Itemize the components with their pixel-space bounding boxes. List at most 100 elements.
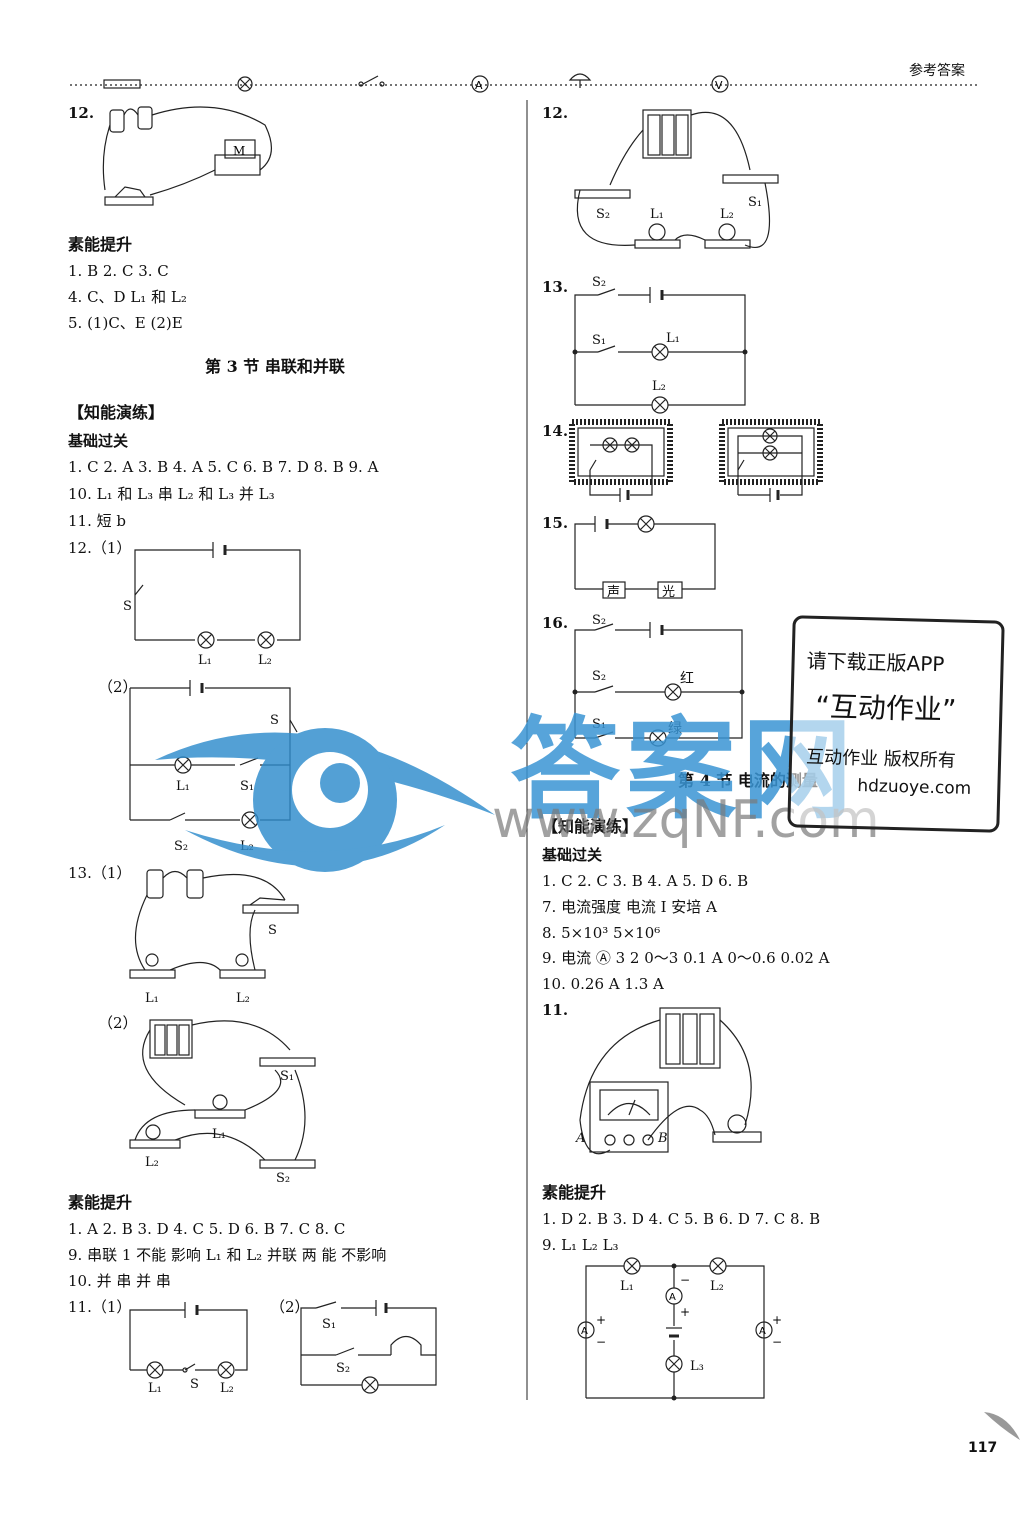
q13-2-label-S2: S₂ <box>276 1171 291 1186</box>
left-answer-line3: 11. 短 b <box>68 512 126 530</box>
right-q13-label-L2: L₂ <box>652 379 666 394</box>
right-answer-line1: 1. C 2. C 3. B 4. A 5. D 6. B <box>542 872 749 890</box>
right-q9-ammeter-circuit-diagram: A A A +− +− −+ <box>577 1257 782 1401</box>
q11-1-label-L1: L₁ <box>148 1381 162 1396</box>
left-zhineng-heading: 【知能演练】 <box>68 403 165 422</box>
right-q9-label-L3: L₃ <box>690 1359 704 1374</box>
right-q11-number: 11. <box>542 1001 569 1019</box>
left-suneng2-heading: 素能提升 <box>68 1193 133 1212</box>
stamp-line3: 互动作业 版权所有 <box>805 746 957 772</box>
q11-2-label-S2: S₂ <box>336 1361 351 1376</box>
right-q12-label-L1: L₁ <box>650 207 664 222</box>
right-zhineng-heading: 【知能演练】 <box>542 817 639 836</box>
q12-1-label-L1: L₁ <box>198 653 212 668</box>
svg-text:A: A <box>669 1292 676 1303</box>
right-suneng-line1: 1. D 2. B 3. D 4. C 5. B 6. D 7. C 8. B <box>542 1210 821 1228</box>
q13-2-label-L1: L₁ <box>212 1127 226 1142</box>
stamp-line1: 请下载正版APP <box>806 648 945 677</box>
right-q11-label-A: A <box>576 1131 586 1146</box>
q12-2-label-L1: L₁ <box>176 779 190 794</box>
left-q11-1-label: 11.（1） <box>68 1298 132 1316</box>
header-title: 参考答案 <box>909 63 965 79</box>
svg-text:A: A <box>759 1326 766 1337</box>
right-q15-guang-box: 光 <box>662 585 676 600</box>
q12-1-series-circuit-diagram <box>134 542 301 649</box>
right-q15-number: 15. <box>542 514 569 532</box>
watermark-eye-logo <box>155 728 495 872</box>
q11-1-label-L2: L₂ <box>220 1381 234 1396</box>
left-q13-2-label: （2） <box>98 1014 138 1032</box>
right-q16-number: 16. <box>542 614 569 632</box>
stamp-line4: hdzuoye.com <box>857 776 972 799</box>
right-q12-number: 12. <box>542 104 569 122</box>
q12-1-label-S: S <box>123 599 132 614</box>
svg-text:+: + <box>772 1313 782 1327</box>
q13-2-label-L2: L₂ <box>145 1155 159 1170</box>
header-symbol-strip: A V <box>70 73 980 1400</box>
svg-text:M: M <box>233 144 245 158</box>
right-q13-label-L1: L₁ <box>666 331 680 346</box>
svg-text:−: − <box>596 1335 606 1349</box>
svg-text:−: − <box>680 1273 690 1287</box>
section3-title: 第 3 节 串联和并联 <box>205 357 345 376</box>
left-suneng1-heading: 素能提升 <box>68 235 133 254</box>
right-q13-circuit-diagram <box>572 287 748 414</box>
right-q15-sheng-box: 声 <box>607 585 621 600</box>
left-suneng1-line3: 5. (1)C、E (2)E <box>68 314 183 332</box>
left-q12-motor-circuit-diagram: M <box>102 106 272 206</box>
svg-text:V: V <box>715 79 723 92</box>
svg-text:A: A <box>475 79 483 92</box>
right-q12-label-S1: S₁ <box>748 195 763 210</box>
right-q11-label-B: B <box>658 1131 668 1146</box>
right-q16-red-label: 红 <box>680 671 694 687</box>
right-q16-label-S1: S₁ <box>592 717 607 732</box>
left-suneng2-line1: 1. A 2. B 3. D 4. C 5. D 6. B 7. C 8. C <box>68 1220 346 1238</box>
q11-2-label-S1: S₁ <box>322 1317 337 1332</box>
q13-2-label-S1: S₁ <box>280 1069 295 1084</box>
right-answer-line2: 7. 电流强度 电流 I 安培 A <box>542 898 717 916</box>
right-q13-label-S1: S₁ <box>592 333 607 348</box>
left-answer-line2: 10. L₁ 和 L₃ 串 L₂ 和 L₃ 并 L₃ <box>68 485 275 503</box>
right-suneng-heading: 素能提升 <box>542 1183 607 1202</box>
right-q11-ammeter-circuit-diagram <box>579 1007 762 1155</box>
left-suneng1-line2: 4. C、D L₁ 和 L₂ <box>68 288 187 306</box>
right-answer-line4: 9. 电流 Ⓐ 3 2 0～3 0.1 A 0～0.6 0.02 A <box>542 949 830 967</box>
stamp-line2: “互动作业” <box>815 689 957 727</box>
left-q12-2-label: （2） <box>98 678 138 696</box>
left-answer-line1: 1. C 2. A 3. B 4. A 5. C 6. B 7. D 8. B … <box>68 458 379 476</box>
q13-1-label-L2: L₂ <box>236 991 250 1006</box>
left-q12-number: 12. <box>68 104 95 122</box>
section4-title: 第 4 节 电流的测量 <box>678 771 818 790</box>
right-q13-label-S2: S₂ <box>592 275 607 290</box>
right-q12-label-S2: S₂ <box>596 207 611 222</box>
q13-1-label-L1: L₁ <box>145 991 159 1006</box>
left-suneng1-line1: 1. B 2. C 3. C <box>68 262 169 280</box>
left-suneng2-line3: 10. 并 串 并 串 <box>68 1272 171 1290</box>
left-q13-1-label: 13.（1） <box>68 864 132 882</box>
q11-2-circuit-diagram <box>300 1300 437 1394</box>
q11-1-label-S: S <box>190 1377 199 1392</box>
q13-1-label-S: S <box>268 923 277 938</box>
left-jichu-heading: 基础过关 <box>68 432 129 450</box>
svg-text:−: − <box>772 1335 782 1349</box>
feather-decoration <box>984 1412 1020 1440</box>
right-q16-circuit-diagram <box>572 622 745 747</box>
right-q14-number: 14. <box>542 422 569 440</box>
right-q15-circuit-diagram <box>574 515 716 599</box>
left-q11-2-label: （2） <box>270 1298 310 1316</box>
q13-2-physical-circuit-diagram <box>129 1019 316 1169</box>
q12-2-label-S2: S₂ <box>174 839 189 854</box>
right-suneng-line2: 9. L₁ L₂ L₃ <box>542 1236 619 1254</box>
right-answer-line3: 8. 5×10³ 5×10⁶ <box>542 924 661 942</box>
right-q9-label-L2: L₂ <box>710 1279 724 1294</box>
right-q12-label-L2: L₂ <box>720 207 734 222</box>
q13-1-physical-circuit-diagram <box>129 869 299 979</box>
right-jichu-heading: 基础过关 <box>542 846 603 864</box>
svg-text:A: A <box>581 1326 588 1337</box>
page-number: 117 <box>968 1440 998 1456</box>
right-q16-green-label: 绿 <box>668 721 682 737</box>
right-q12-physical-circuit-diagram <box>574 109 779 249</box>
right-q9-label-L1: L₁ <box>620 1279 634 1294</box>
right-q16-label-S2: S₂ <box>592 613 607 628</box>
copyright-stamp: 请下载正版APP “互动作业” 互动作业 版权所有 hdzuoye.com <box>787 615 1005 833</box>
